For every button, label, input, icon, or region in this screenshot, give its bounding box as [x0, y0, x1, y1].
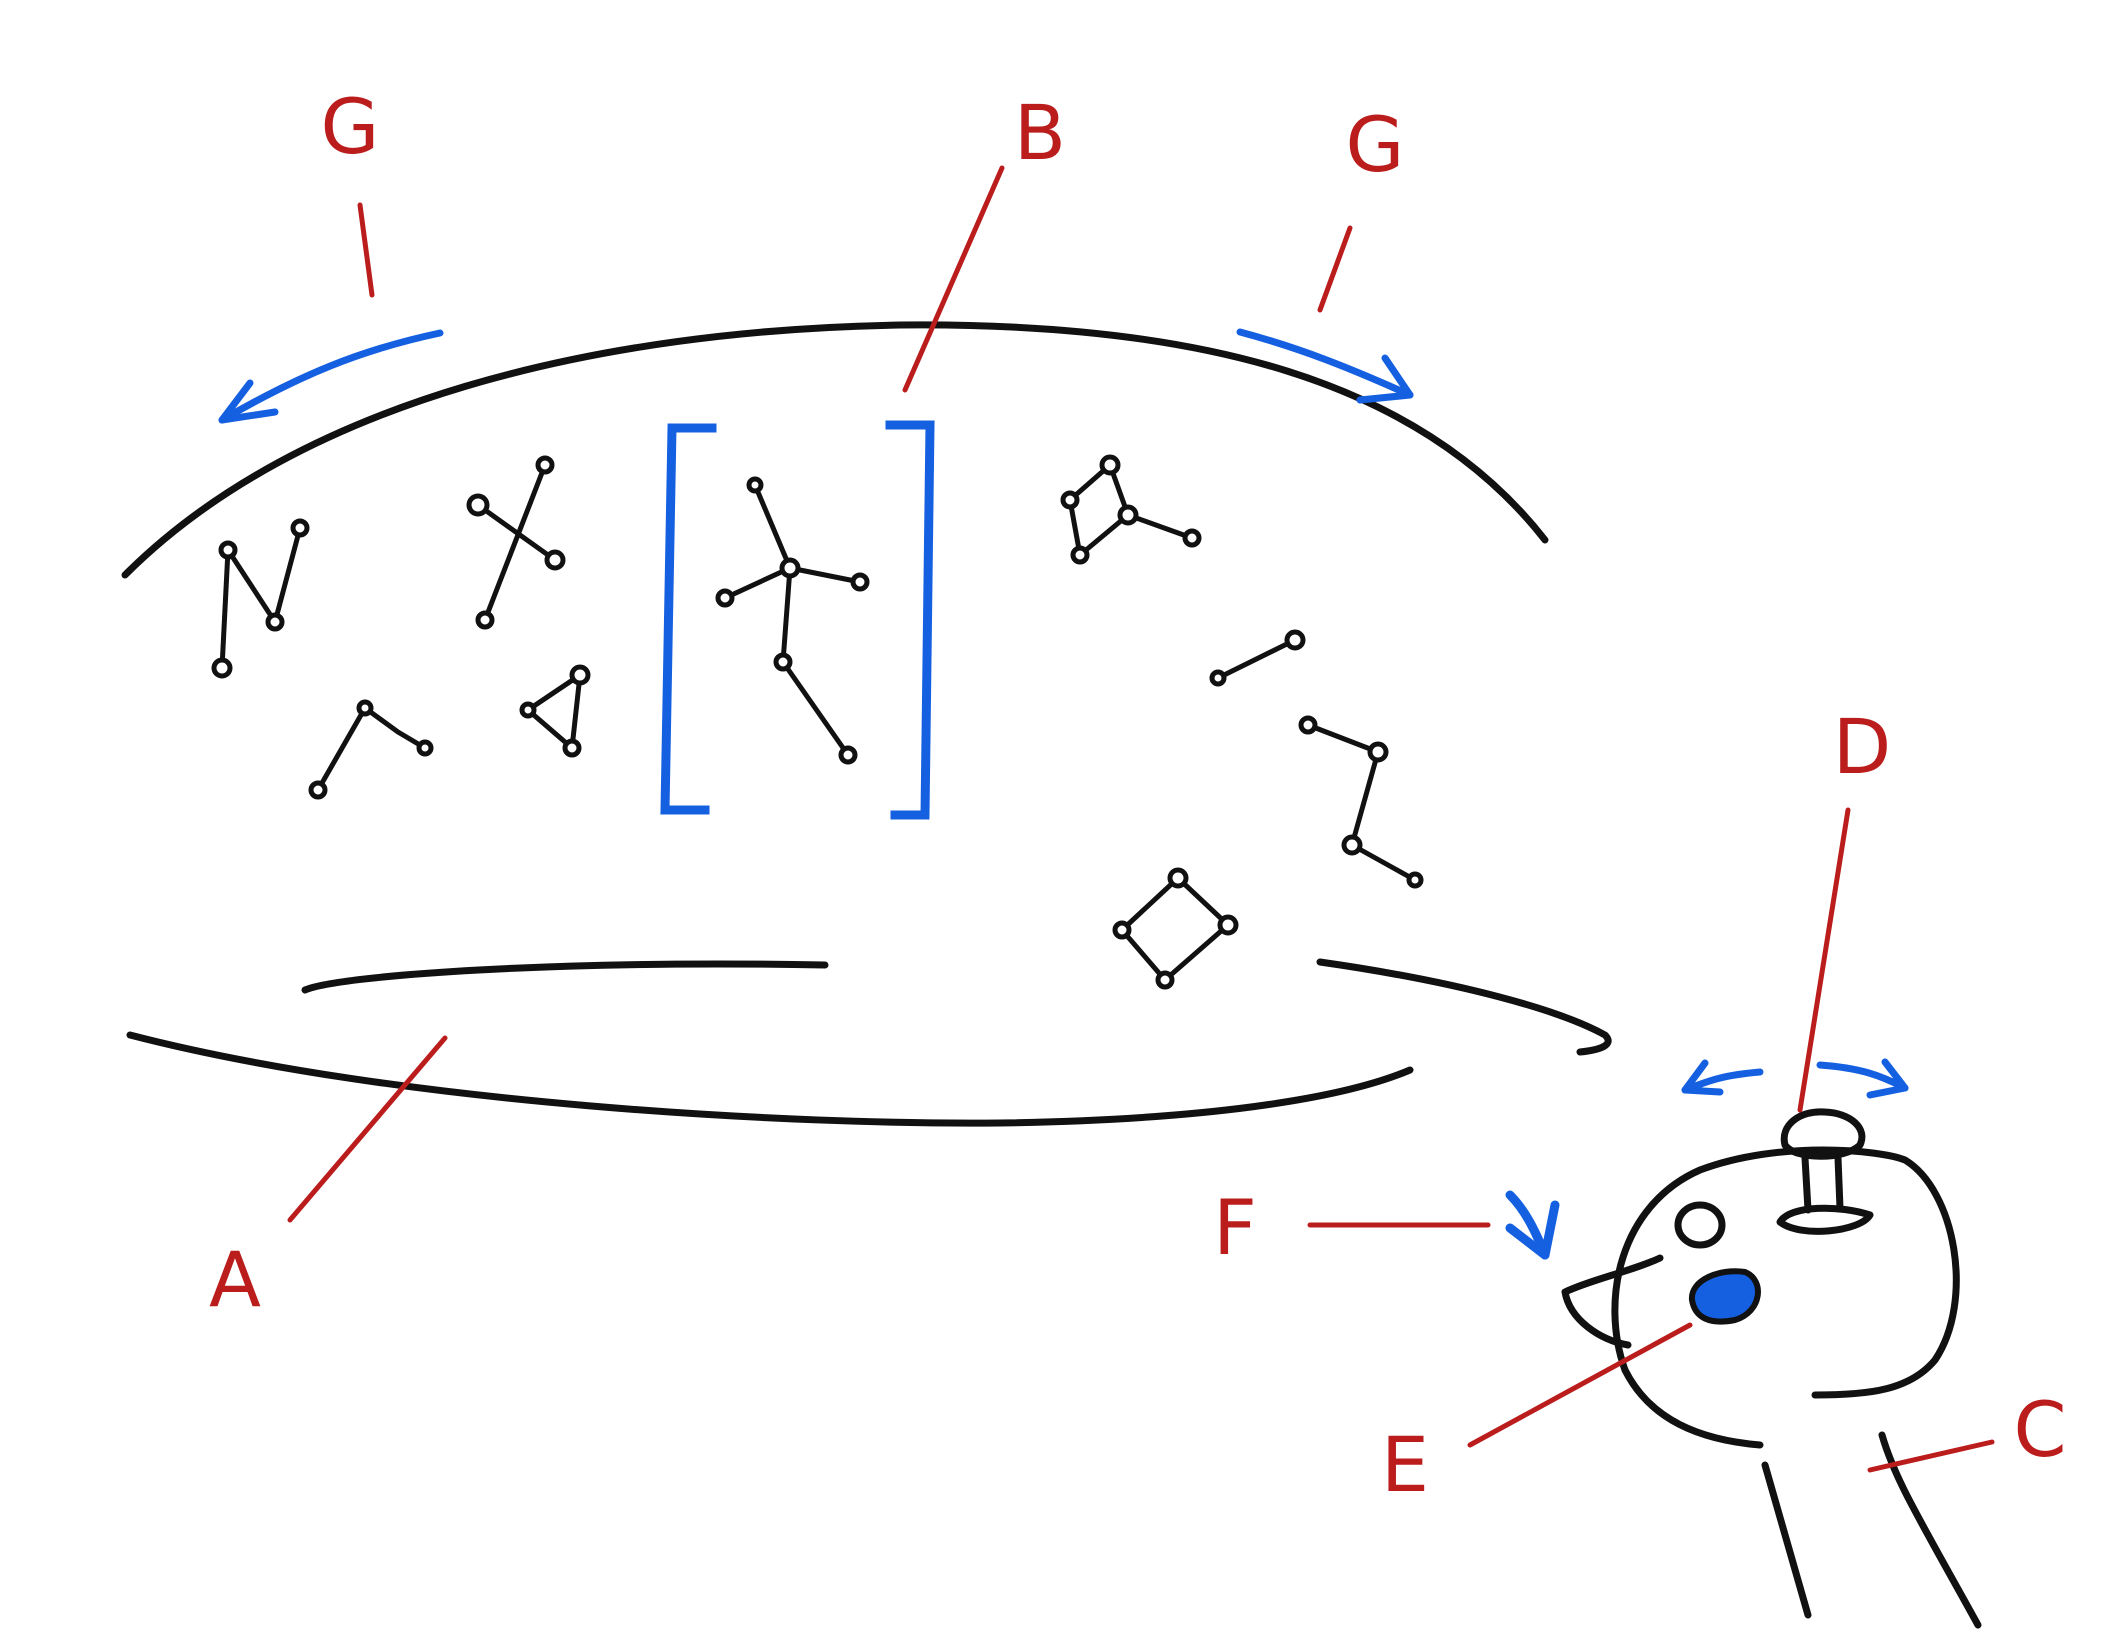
observer-neck-right — [1878, 1431, 1982, 1629]
constellation-x — [466, 455, 566, 630]
leader-c — [1867, 1439, 1995, 1473]
constellation-diamond — [1112, 867, 1239, 990]
label-c: C — [2013, 1385, 2066, 1474]
observer — [1505, 1058, 1982, 1629]
left-rotation-arrow — [218, 329, 444, 424]
label-g-left: G — [321, 82, 380, 171]
dome-bottom-arc — [126, 1031, 1414, 1127]
right-rotation-arrow — [1236, 328, 1414, 399]
constellation-stick-figure — [715, 476, 870, 765]
constellation-n — [211, 518, 310, 679]
constellations — [211, 454, 1424, 990]
constellation-hook — [308, 699, 434, 800]
telescope-icon — [1780, 1108, 1866, 1160]
rotation-arrows — [218, 328, 1414, 424]
dome-top-arc — [121, 321, 1549, 579]
leader-g-left — [357, 202, 375, 298]
leader-a — [287, 1035, 448, 1223]
observer-eye — [1674, 1201, 1726, 1249]
label-d: D — [1833, 702, 1892, 791]
observer-head — [1611, 1146, 1960, 1399]
look-right-arrow — [1816, 1061, 1909, 1092]
constellation-kite — [1060, 454, 1202, 565]
right-bracket — [885, 420, 935, 820]
dome-inner-left-ellipse — [301, 960, 829, 994]
observer-ear — [1561, 1254, 1664, 1349]
constellation-triangle — [519, 664, 591, 758]
leader-lines — [287, 165, 1995, 1473]
leader-d — [1797, 807, 1851, 1113]
left-bracket — [660, 423, 717, 815]
observer-mouth — [1689, 1268, 1761, 1325]
label-b: B — [1014, 88, 1066, 177]
leader-e — [1467, 1322, 1693, 1448]
constellation-zigzag — [1298, 715, 1424, 889]
sky-dome — [121, 321, 1612, 1127]
observer-chin — [1621, 1366, 1764, 1449]
constellation-line — [1209, 629, 1306, 687]
label-g-right: G — [1346, 100, 1405, 189]
leader-b — [902, 165, 1005, 393]
dome-inner-right-ellipse — [1316, 958, 1612, 1056]
highlight-brackets — [660, 420, 935, 820]
label-e: E — [1381, 1420, 1429, 1509]
observer-neck-left — [1761, 1461, 1812, 1619]
labels: A B C D E F G G — [209, 82, 2067, 1509]
label-a: A — [209, 1235, 261, 1324]
leader-g-right — [1317, 225, 1353, 313]
label-f: F — [1213, 1183, 1257, 1272]
